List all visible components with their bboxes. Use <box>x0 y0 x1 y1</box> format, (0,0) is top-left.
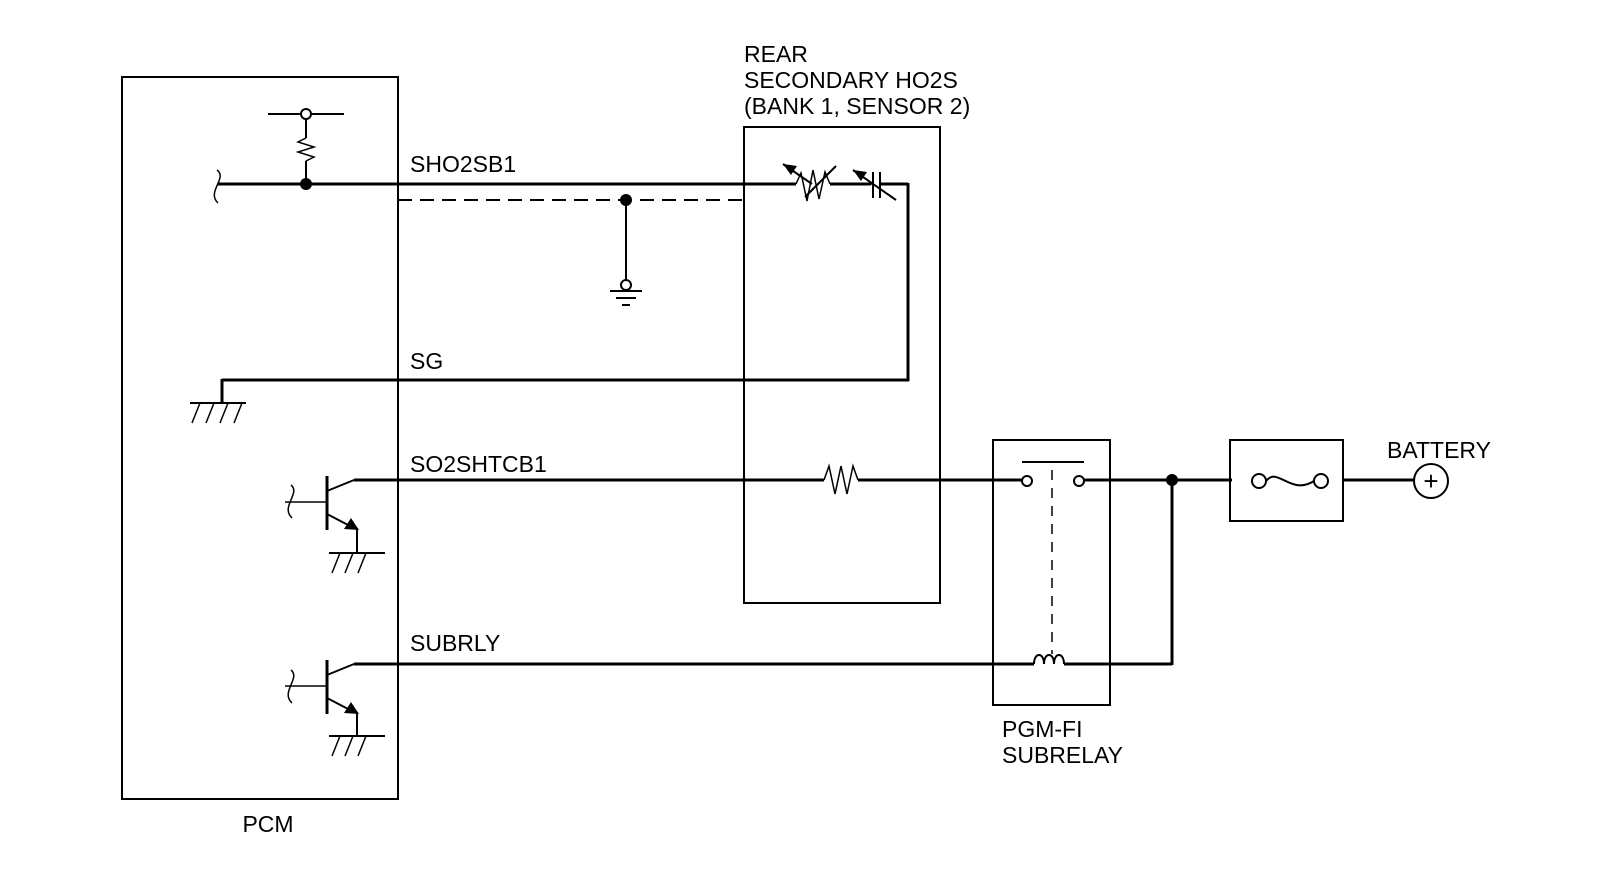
sensor-label-line-1: REAR <box>744 41 808 67</box>
shield-ground-icon <box>610 290 642 306</box>
relay-coil-icon <box>1033 654 1065 665</box>
pgm-fi-subrelay: PGM-FI SUBRELAY <box>992 439 1123 768</box>
wire-label-sho2sb1: SHO2SB1 <box>410 151 516 177</box>
signal-input-icon <box>213 169 221 204</box>
variable-resistor-icon <box>782 163 837 202</box>
battery-terminal-icon <box>1413 463 1449 499</box>
fuse-icon <box>1251 473 1329 489</box>
wire-label-subrly: SUBRLY <box>410 630 500 656</box>
shield-wire <box>398 194 744 306</box>
transistor-icon <box>285 660 385 757</box>
ground-icon <box>190 378 398 424</box>
wire-subrly: SUBRLY <box>398 630 1034 666</box>
wire-sg: SG <box>398 348 909 382</box>
relay-label-line-1: PGM-FI <box>1002 716 1083 742</box>
wire-so2shtcb1: SO2SHTCB1 <box>398 451 1022 482</box>
transistor-icon <box>285 476 385 574</box>
wire-sho2sb1: SHO2SB1 <box>398 151 796 186</box>
pullup-resistor-icon <box>268 108 344 190</box>
relay-switch-icon <box>1021 461 1085 487</box>
battery-label: BATTERY <box>1387 437 1491 463</box>
sensor-label-line-3: (BANK 1, SENSOR 2) <box>744 93 970 119</box>
pcm-module: PCM <box>121 76 399 837</box>
rear-secondary-ho2s: REAR SECONDARY HO2S (BANK 1, SENSOR 2) <box>743 41 970 604</box>
wire-label-so2shtcb1: SO2SHTCB1 <box>410 451 547 477</box>
battery: + BATTERY <box>1387 437 1491 499</box>
junction-dot <box>1166 474 1178 486</box>
relay-label-line-2: SUBRELAY <box>1002 742 1123 768</box>
sensor-label-line-2: SECONDARY HO2S <box>744 67 958 93</box>
battery-plus-symbol: + <box>1423 466 1438 496</box>
wire-label-sg: SG <box>410 348 443 374</box>
fuse <box>1229 439 1344 522</box>
heater-resistor-icon <box>823 463 859 495</box>
pcm-label: PCM <box>242 811 293 837</box>
